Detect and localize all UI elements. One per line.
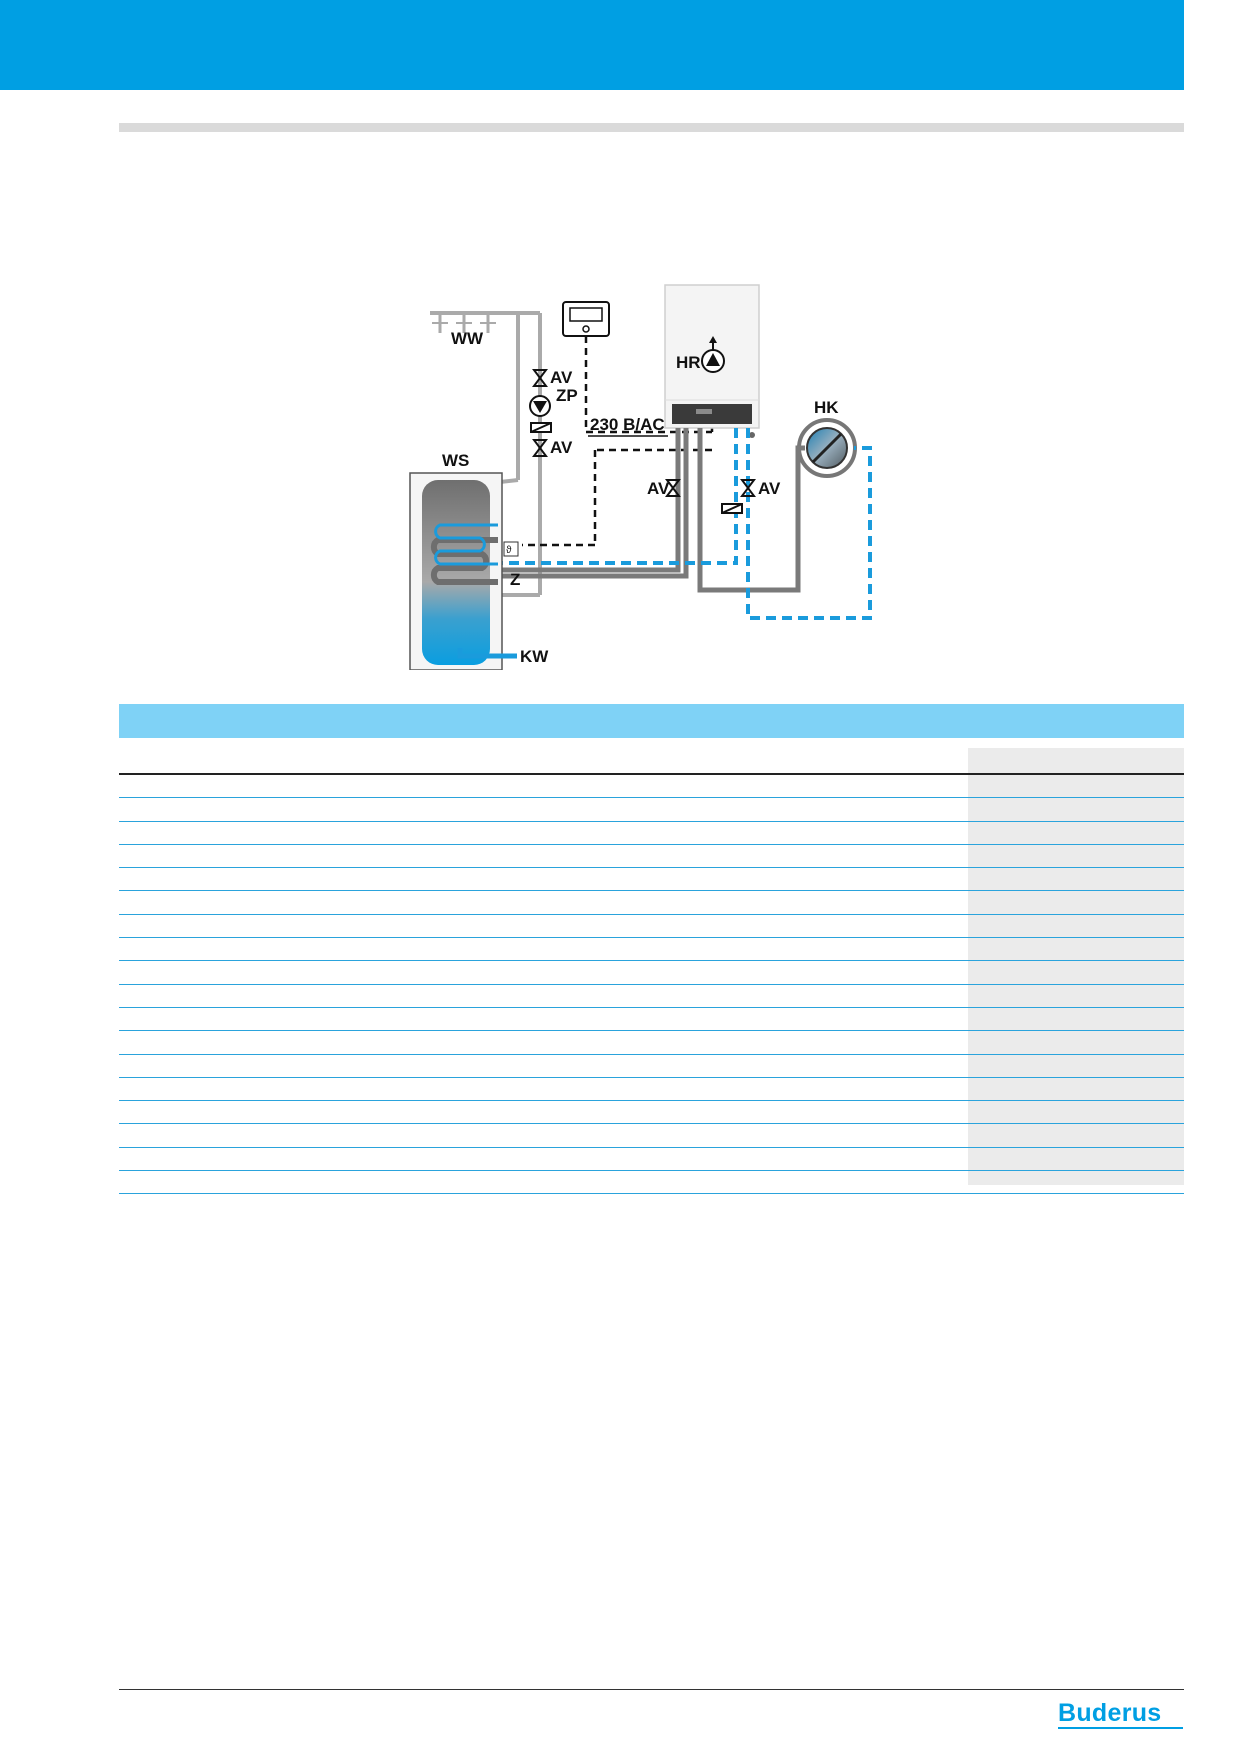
table-row: [119, 868, 1184, 892]
label-power: 230 B/AC: [590, 415, 665, 434]
table-head-rule: [119, 773, 1184, 775]
label-z: Z: [510, 570, 520, 589]
table-rows: [119, 775, 1184, 1195]
footer-rule: [119, 1689, 1184, 1690]
table-row: [119, 1171, 1184, 1195]
ws-storage-tank: ϑ: [409, 472, 519, 670]
check-valve-icon: [530, 422, 552, 433]
hk-radiator-icon: [797, 418, 857, 478]
label-av-right: AV: [758, 479, 781, 498]
ww-pipe: [430, 311, 542, 597]
table-row: [119, 891, 1184, 915]
table-row: [119, 938, 1184, 962]
blue-flow-pipes: [498, 428, 872, 620]
boiler-icon: [664, 284, 760, 438]
av-valve-right-icon: [740, 479, 756, 497]
hydraulic-scheme: WW AV ZP AV: [400, 280, 920, 670]
thermo-symbol: ϑ: [506, 545, 512, 556]
label-ww: WW: [451, 329, 484, 348]
av-valve-left-icon: [665, 479, 681, 497]
table-row: [119, 1008, 1184, 1032]
header-band: [0, 0, 1184, 90]
av-valve-mid-icon: [532, 439, 548, 457]
controller-icon: [562, 301, 610, 337]
brand-underline: [1058, 1727, 1183, 1729]
table-row: [119, 961, 1184, 985]
label-av-top: AV: [550, 368, 573, 387]
av-valve-top-icon: [532, 369, 548, 387]
table-row: [119, 798, 1184, 822]
table-row: [119, 1148, 1184, 1172]
table-row: [119, 1124, 1184, 1148]
table-row: [119, 845, 1184, 869]
label-zp: ZP: [556, 386, 578, 405]
label-hr: HR: [676, 353, 701, 372]
buderus-logo: Buderus: [1058, 1699, 1184, 1729]
section-divider: [119, 123, 1184, 132]
table-row: [119, 1078, 1184, 1102]
table-row: [119, 1055, 1184, 1078]
table-row: [119, 915, 1184, 939]
spec-table: [119, 748, 1184, 1195]
brand-name: Buderus: [1058, 1699, 1162, 1727]
label-av-mid: AV: [550, 438, 573, 457]
label-ws: WS: [442, 451, 469, 470]
table-row: [119, 985, 1184, 1008]
table-header-bar: [119, 704, 1184, 738]
label-kw: KW: [520, 647, 549, 666]
table-row: [119, 775, 1184, 799]
label-av-left: AV: [647, 479, 670, 498]
heating-pipes: [498, 428, 805, 593]
table-row: [119, 1101, 1184, 1125]
label-hk: HK: [814, 398, 839, 417]
zp-pump-icon: [529, 395, 551, 417]
check-valve-right-icon: [721, 503, 743, 514]
table-row: [119, 822, 1184, 845]
table-row: [119, 1031, 1184, 1055]
